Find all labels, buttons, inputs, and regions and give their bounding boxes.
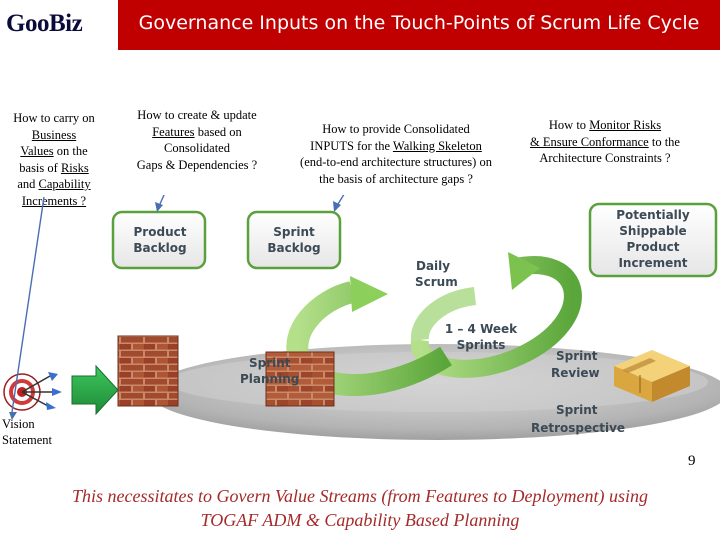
vision-statement-label: Vision Statement xyxy=(2,417,52,447)
shippable-increment-box xyxy=(588,202,718,278)
product-backlog-bricks xyxy=(117,335,179,407)
sprint-backlog-bricks xyxy=(265,351,335,407)
sprint-retrospective-label: Sprint xyxy=(556,403,598,417)
product-backlog-box xyxy=(111,210,207,270)
question-features: How to create & update Features based on… xyxy=(136,108,258,172)
page-title: Governance Inputs on the Touch-Points of… xyxy=(138,12,700,34)
daily-scrum-label: Daily xyxy=(416,259,450,273)
svg-text:Planning: Planning xyxy=(240,372,299,386)
sprint-length-label: 1 – 4 Week xyxy=(445,322,518,336)
footer-note: This necessitates to Govern Value Stream… xyxy=(72,486,648,530)
shipping-box-icon xyxy=(614,350,690,402)
title-bar xyxy=(118,0,720,50)
sprint-planning-label: Sprint xyxy=(249,356,291,370)
vision-arrow-icon xyxy=(71,364,119,416)
question-business-values: How to carry on Business Values on the b… xyxy=(13,111,95,208)
goobiz-logo: GooBiz xyxy=(6,10,83,37)
sprint-backlog-label: Sprint xyxy=(273,225,315,239)
daily-scrum-arrowhead xyxy=(508,252,540,290)
svg-text:Backlog: Backlog xyxy=(267,241,320,255)
question-monitor-risks: How to Monitor Risks & Ensure Conformanc… xyxy=(530,118,680,165)
svg-text:Review: Review xyxy=(551,366,600,380)
svg-text:Shippable: Shippable xyxy=(619,224,686,238)
sprint-backlog-box xyxy=(246,210,342,270)
sprint-review-label: Sprint xyxy=(556,349,598,363)
scrum-lifecycle-diagram: Product Backlog Sprint Backlog Potential… xyxy=(3,195,720,440)
svg-text:Sprints: Sprints xyxy=(457,338,506,352)
svg-text:Increment: Increment xyxy=(618,256,687,270)
svg-text:Scrum: Scrum xyxy=(415,275,458,289)
connector-arrows xyxy=(9,195,345,420)
question-walking-skeleton: How to provide Consolidated INPUTS for t… xyxy=(300,122,492,186)
svg-text:Retrospective: Retrospective xyxy=(531,421,625,435)
svg-text:Product: Product xyxy=(627,240,680,254)
page-number: 9 xyxy=(688,453,696,469)
product-backlog-label: Product xyxy=(134,225,187,239)
shippable-increment-label: Potentially xyxy=(616,208,690,222)
svg-text:Backlog: Backlog xyxy=(133,241,186,255)
